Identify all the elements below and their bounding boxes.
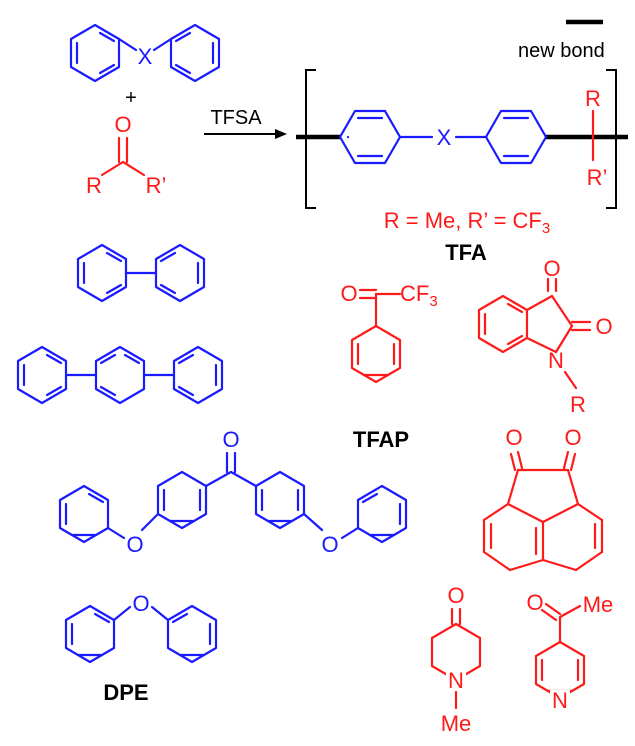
ether-oxygen-right: O	[321, 532, 338, 557]
piperidone-oxygen: O	[447, 583, 464, 608]
linker-x-label: X	[138, 44, 153, 69]
dpe-label: DPE	[103, 680, 148, 705]
acetylpyridine-oxygen: O	[526, 590, 543, 615]
tfap-structure: O CF3	[340, 281, 438, 384]
dpe-structure: O	[64, 591, 218, 664]
acetylpyridine-nitrogen: N	[552, 688, 568, 713]
reaction-arrow: TFSA	[204, 107, 287, 139]
dpe-oxygen: O	[132, 591, 149, 616]
acenaph-oxygen-right: O	[564, 425, 581, 450]
acenaphthenequinone-structure: O O	[482, 425, 604, 572]
ether-oxygen-left: O	[126, 532, 143, 557]
terphenyl-structure	[16, 345, 224, 405]
polymer-r-prime: R’	[587, 165, 608, 190]
diaryl-x-monomer: X	[69, 23, 221, 83]
tfap-label: TFAP	[353, 427, 409, 452]
reagent-tfsa: TFSA	[210, 107, 262, 129]
isatin-structure: O O N R	[477, 256, 613, 417]
substituent-condition: R = Me, R’ = CF3	[384, 208, 550, 237]
polymer-r: R	[585, 86, 601, 111]
piperidone-methyl: Me	[441, 711, 472, 736]
isatin-oxygen-right: O	[595, 314, 612, 339]
isatin-nitrogen: N	[548, 348, 564, 373]
ketone-oxygen: O	[114, 112, 131, 137]
benzophenone-oxygen: O	[222, 427, 239, 452]
ketone-reactant: O R R’	[86, 112, 166, 198]
polymer-linker-x: X	[437, 125, 452, 150]
plus-sign: +	[125, 87, 137, 109]
isatin-r: R	[570, 392, 586, 417]
acenaph-oxygen-left: O	[505, 425, 522, 450]
product-label-tfa: TFA	[445, 240, 487, 265]
polymer-product: X R R’	[296, 69, 628, 209]
ketone-r: R	[86, 173, 102, 198]
tfap-cf3: CF3	[400, 281, 438, 310]
ketone-r-prime: R’	[146, 173, 167, 198]
diphenoxybenzophenone-structure: O O O	[58, 427, 408, 557]
acetylpyridine-structure: O Me N	[526, 590, 613, 713]
biphenyl-structure	[76, 243, 206, 303]
new-bond-legend-label: new bond	[518, 40, 605, 62]
piperidone-nitrogen: N	[448, 668, 464, 693]
acetylpyridine-methyl: Me	[583, 592, 614, 617]
piperidone-structure: O N Me	[430, 583, 482, 736]
isatin-oxygen-top: O	[543, 256, 560, 281]
tfap-oxygen: O	[340, 281, 357, 306]
